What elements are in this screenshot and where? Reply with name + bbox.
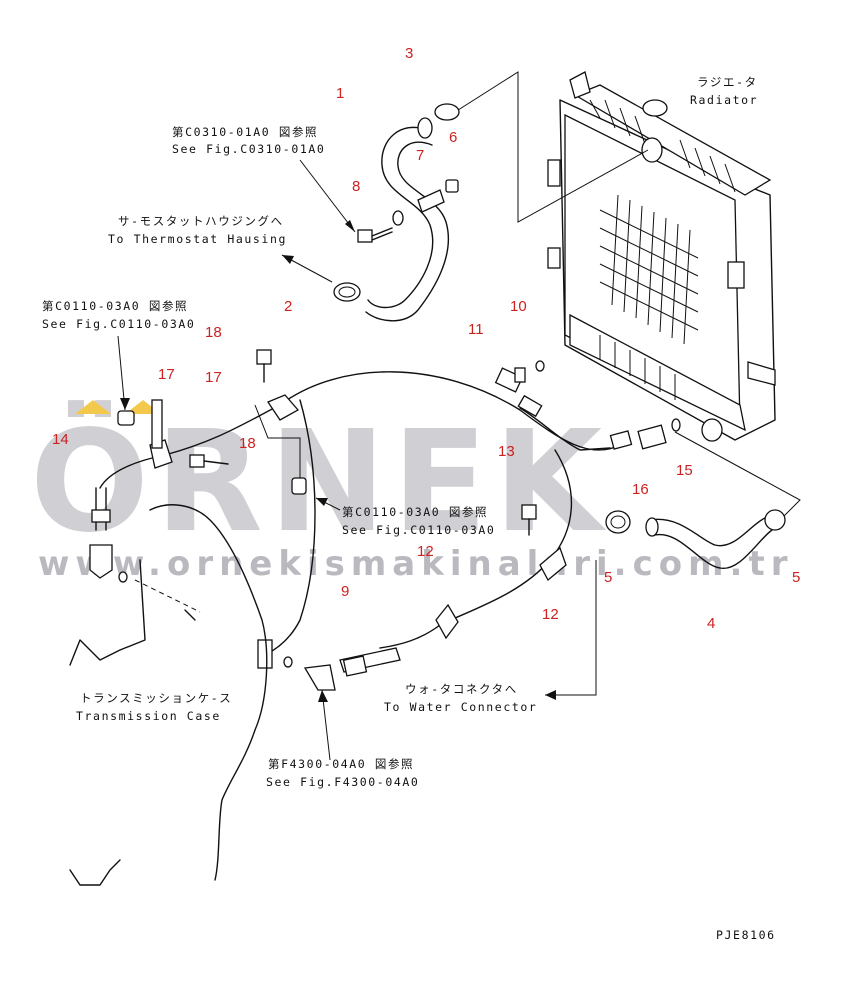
elbow-fitting-lower <box>303 664 336 691</box>
o-ring-15 <box>671 418 681 432</box>
radiator-upper-leader <box>454 71 649 223</box>
watermark-url: www.ornekismakinalari.com.tr <box>38 544 793 584</box>
callout-5b: 5 <box>792 569 800 586</box>
callout-13: 13 <box>498 443 515 460</box>
washer-8 <box>392 210 404 226</box>
hose-fitting-11b <box>517 394 543 418</box>
bolt-18-upper <box>256 349 272 383</box>
clamp-5-left <box>605 510 631 534</box>
clamp-12-right <box>539 546 567 582</box>
fitting-16 <box>609 424 667 450</box>
callout-12a: 12 <box>417 543 434 560</box>
callout-9: 9 <box>341 583 349 600</box>
callout-7: 7 <box>416 147 424 164</box>
label-fig-c0110-a-en: See Fig.C0110-03A0 <box>42 317 195 331</box>
clamp-5-right <box>764 509 786 531</box>
callout-2: 2 <box>284 298 292 315</box>
label-thermostat-jp: サ-モスタットハウジングへ <box>118 214 284 228</box>
clamp-12-left <box>435 603 459 640</box>
label-water-en: To Water Connector <box>384 700 537 714</box>
leader-lines <box>117 159 597 761</box>
callout-1: 1 <box>336 85 344 102</box>
label-fig-c0110-b-en: See Fig.C0110-03A0 <box>342 523 495 537</box>
label-transmission-en: Transmission Case <box>76 709 221 723</box>
spacer <box>117 410 135 426</box>
hose-14 <box>89 487 113 579</box>
watermark-brand: ÖRNEK <box>30 399 608 564</box>
label-fig-c0310-en: See Fig.C0310-01A0 <box>172 142 325 156</box>
radiator-core-grid <box>599 194 699 345</box>
watermark-accent-left <box>75 400 111 414</box>
radiator-lower-leader <box>674 431 801 521</box>
spacer-lower <box>291 477 307 495</box>
radiator-top-fins <box>589 99 736 193</box>
callout-6: 6 <box>449 129 457 146</box>
hose-clip <box>417 189 445 213</box>
clamp-17-upper <box>267 394 300 421</box>
callout-12b: 12 <box>542 606 559 623</box>
upper-hose <box>365 117 450 322</box>
radiator-cap <box>642 99 668 117</box>
bolt-18-lower <box>189 454 229 468</box>
callout-18b: 18 <box>239 435 256 452</box>
label-transmission-jp: トランスミッションケ-ス <box>80 691 232 705</box>
radiator-upper-outlet <box>641 137 663 163</box>
text-labels: ラジエ-タ Radiator 第C0310-01A0 図参照 See Fig.C… <box>42 75 776 942</box>
radiator-bracket-left <box>547 159 561 187</box>
transmission-case <box>69 504 268 886</box>
o-ring-10 <box>535 360 545 372</box>
callout-10: 10 <box>510 298 527 315</box>
bolt-8 <box>357 227 393 243</box>
callout-18a: 18 <box>205 324 222 341</box>
clamp-3 <box>434 103 460 121</box>
callout-14: 14 <box>52 431 69 448</box>
callout-17b: 17 <box>205 369 222 386</box>
bracket-17 <box>151 399 163 449</box>
bracket-lower <box>257 639 273 669</box>
label-water-jp: ウォ-タコネクタへ <box>405 682 518 696</box>
callout-3: 3 <box>405 45 413 62</box>
label-radiator-en: Radiator <box>690 93 758 107</box>
nut-6 <box>445 179 459 193</box>
label-radiator-jp: ラジエ-タ <box>697 75 758 89</box>
label-fig-c0110-b-jp: 第C0110-03A0 図参照 <box>342 505 488 519</box>
drawing-code: PJE8106 <box>716 928 776 942</box>
radiator-lower-outlet <box>701 418 723 442</box>
cooler-lines <box>99 371 621 656</box>
callout-4: 4 <box>707 615 715 632</box>
upper-hose-end <box>417 117 433 139</box>
clamp-2 <box>333 282 361 302</box>
callout-17a: 17 <box>158 366 175 383</box>
bolt-13 <box>521 504 537 536</box>
watermark: ÖRNEK www.ornekismakinalari.com.tr <box>30 399 793 584</box>
label-fig-c0110-a-jp: 第C0110-03A0 図参照 <box>42 299 188 313</box>
radiator <box>547 71 776 442</box>
callout-15: 15 <box>676 462 693 479</box>
label-thermostat-en: To Thermostat Hausing <box>108 232 287 246</box>
label-fig-f4300-en: See Fig.F4300-04A0 <box>266 775 419 789</box>
tube-9 <box>339 647 401 677</box>
lower-hose <box>645 517 773 569</box>
fitting-11 <box>494 367 526 393</box>
callout-numbers: 1 2 3 4 5 5 6 7 8 9 10 11 12 12 13 14 15… <box>52 45 800 632</box>
callout-5a: 5 <box>604 569 612 586</box>
label-fig-c0310-jp: 第C0310-01A0 図参照 <box>172 125 318 139</box>
label-fig-f4300-jp: 第F4300-04A0 図参照 <box>268 757 414 771</box>
callout-16: 16 <box>632 481 649 498</box>
callout-8: 8 <box>352 178 360 195</box>
callout-11: 11 <box>468 321 484 338</box>
